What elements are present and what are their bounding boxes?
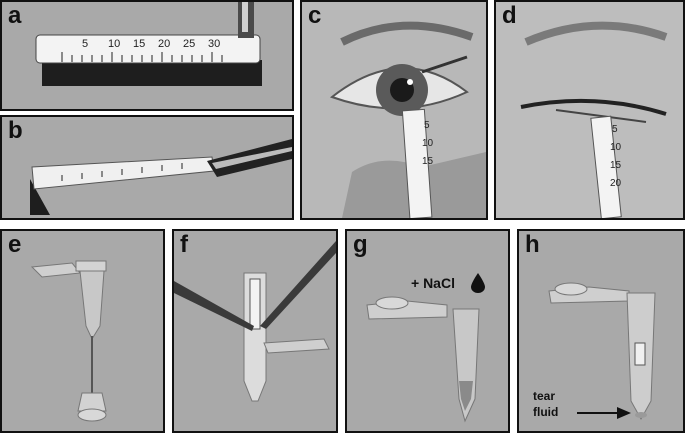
scale-label: 10 — [108, 38, 121, 50]
panel-letter: f — [180, 231, 188, 258]
panel-letter: e — [8, 231, 22, 258]
strip-label: 15 — [422, 156, 434, 167]
strip-label: 20 — [610, 178, 622, 189]
panel-letter: c — [308, 2, 322, 29]
arrow-right-icon — [577, 407, 631, 419]
panel-d: d 5 10 15 20 — [494, 0, 685, 220]
tear-fluid-label-line1: tear — [533, 389, 556, 403]
strip-label: 10 — [422, 138, 434, 149]
tear-fluid-label-line2: fluid — [533, 405, 559, 419]
folded-strip-image — [30, 139, 292, 215]
closed-eye-with-strip-image — [496, 2, 683, 218]
panel-letter: d — [502, 2, 517, 29]
panel-g: g + NaCl — [345, 229, 510, 433]
panel-f: f — [172, 229, 338, 433]
nacl-annotation: + NaCl — [411, 275, 455, 291]
scale-label: 30 — [208, 38, 221, 50]
strip-label: 10 — [610, 142, 622, 153]
tube-with-needle-image — [30, 260, 107, 422]
forceps-strip-into-tube-image — [174, 241, 336, 402]
panel-a: a 5 10 15 20 25 30 — [0, 0, 294, 111]
panel-b: b — [0, 115, 294, 220]
panel-letter: b — [8, 117, 23, 144]
panel-h: h tear fluid — [517, 229, 685, 433]
panel-c: c 5 10 15 — [300, 0, 488, 220]
panel-e: e — [0, 229, 165, 433]
panel-letter: g — [353, 231, 368, 258]
schirmer-strip-scale-image — [35, 2, 262, 86]
droplet-icon — [471, 273, 485, 293]
strip-label: 5 — [612, 124, 618, 135]
tube-with-saline-image — [366, 296, 480, 423]
eye-with-strip-image — [302, 2, 486, 218]
panel-letter: h — [525, 231, 540, 258]
scale-label: 15 — [133, 38, 146, 50]
scale-label: 5 — [82, 38, 89, 50]
strip-label: 15 — [610, 160, 622, 171]
panel-letter: a — [8, 2, 22, 29]
centrifuged-tube-image — [548, 282, 656, 421]
scale-label: 25 — [183, 38, 196, 50]
scale-label: 20 — [158, 38, 171, 50]
strip-label: 5 — [424, 120, 430, 131]
